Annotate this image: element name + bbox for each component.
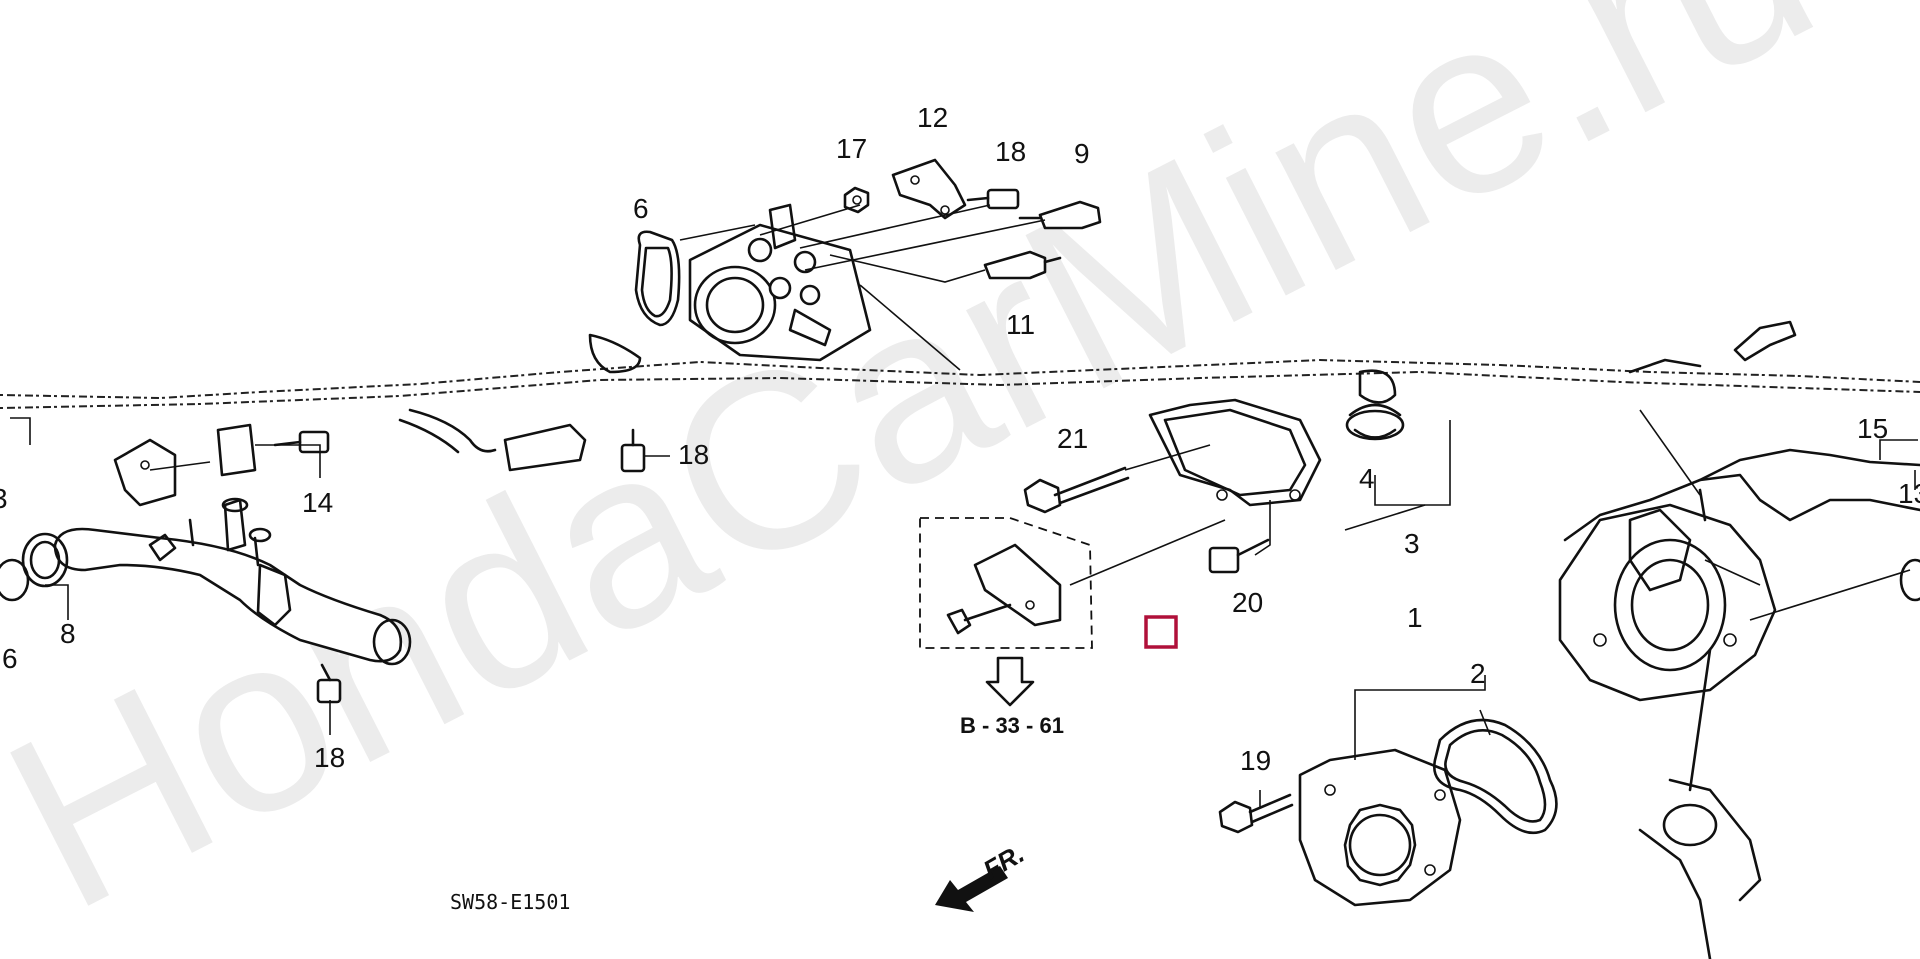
nut-17 — [843, 186, 870, 214]
reference-arrow — [985, 656, 1035, 707]
bolt-18-left-lower — [316, 663, 342, 704]
bolt-18-left-middle — [620, 428, 646, 473]
callout-18b: 18 — [678, 439, 709, 470]
thermostat-cover — [1148, 398, 1322, 507]
gasket-6-right — [1899, 558, 1920, 602]
callout-20: 20 — [1232, 587, 1263, 618]
sensor-9 — [1018, 200, 1102, 230]
callout-19: 19 — [1240, 745, 1271, 776]
callout-12: 12 — [917, 102, 948, 133]
water-pump-1 — [1298, 748, 1462, 907]
watermark-text: HondaCarMine.ru — [0, 0, 1852, 959]
reference-label: B - 33 - 61 — [960, 713, 1064, 738]
callout-15: 15 — [1857, 413, 1888, 444]
callout-18a: 18 — [995, 136, 1026, 167]
bracket-mid — [398, 408, 587, 472]
callout-14: 14 — [302, 487, 333, 518]
callout-18c: 18 — [314, 742, 345, 773]
bolt-21 — [1023, 466, 1130, 514]
callout-1: 1 — [1407, 602, 1423, 633]
sensor-11 — [983, 250, 1062, 280]
bracket-12 — [891, 158, 967, 220]
gasket-6-left — [0, 558, 30, 602]
reference-inset — [919, 517, 1093, 649]
callout-21: 21 — [1057, 423, 1088, 454]
bolt-19 — [1218, 793, 1294, 834]
diagram-code: SW58-E1501 — [450, 890, 570, 914]
callout-13: 13 — [1898, 478, 1920, 509]
callout-6: 6 — [633, 193, 649, 224]
hose-joint — [188, 423, 272, 567]
callout-17: 17 — [836, 133, 867, 164]
front-direction-arrow — [935, 866, 1008, 912]
callout-9: 9 — [1074, 138, 1090, 169]
callout-6b: 6 — [2, 643, 18, 674]
callout-3: 3 — [1404, 528, 1420, 559]
thermostat-4 — [1345, 403, 1405, 441]
thermostat-housing-upper — [688, 203, 872, 362]
engine-block — [1558, 448, 1920, 959]
artifact-band — [0, 320, 1920, 409]
callout-11: 11 — [1006, 309, 1035, 340]
gasket-6-upper — [634, 230, 681, 327]
selection-marker[interactable] — [1144, 615, 1178, 649]
bolt-18-upper — [966, 188, 1020, 210]
water-pipe-8 — [21, 438, 412, 666]
bolt-20 — [1208, 538, 1270, 574]
callout-8: 8 — [60, 618, 76, 649]
callout-3b: 3 — [0, 483, 8, 514]
callout-2: 2 — [1470, 658, 1486, 689]
callout-4: 4 — [1359, 463, 1375, 494]
gasket-2 — [1433, 718, 1558, 835]
